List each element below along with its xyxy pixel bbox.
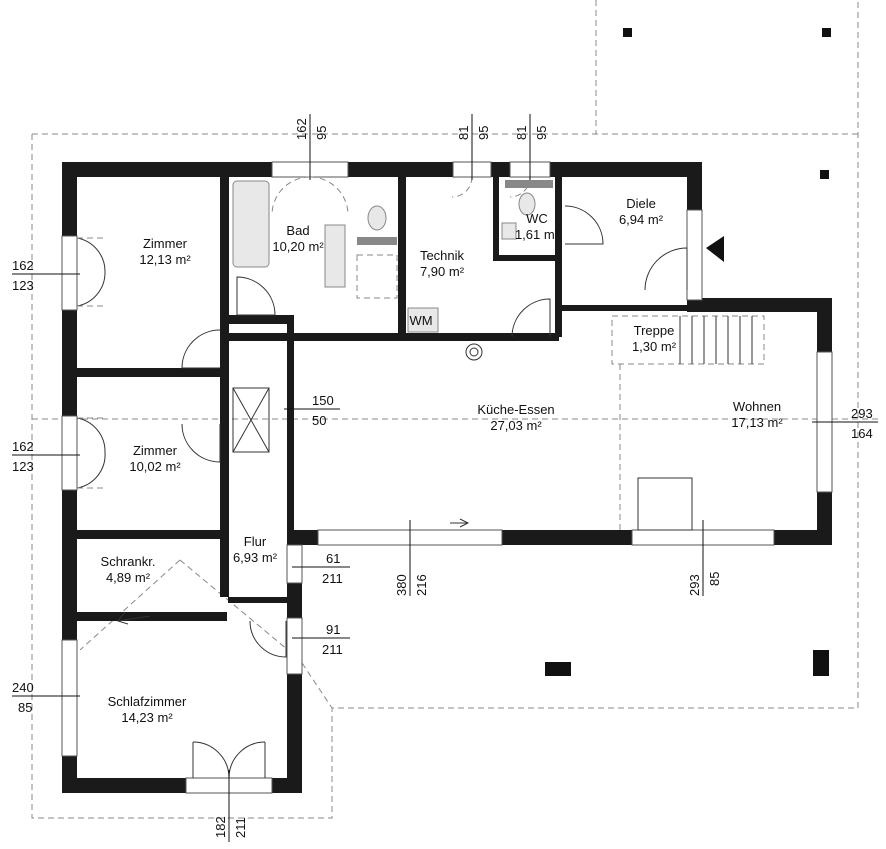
sink-wc-icon bbox=[501, 222, 517, 240]
dim-lower: 211 bbox=[322, 571, 343, 586]
room-area: 10,02 m² bbox=[129, 459, 181, 474]
dim-left: 182 bbox=[213, 816, 228, 838]
dim-upper: 162 bbox=[12, 258, 34, 273]
room-name: Diele bbox=[626, 196, 656, 211]
washing-machine-icon bbox=[407, 307, 439, 333]
dim-left: 293 bbox=[687, 574, 702, 596]
room-area: 4,89 m² bbox=[106, 570, 151, 585]
dim-upper: 150 bbox=[312, 393, 334, 408]
stairs bbox=[611, 315, 765, 530]
entrance-arrow-icon bbox=[706, 236, 724, 262]
room-area: 6,93 m² bbox=[233, 550, 278, 565]
dimension-labels: 162 123 162 123 240 85 150 50 293 164 61… bbox=[12, 258, 878, 715]
dim-lower: 123 bbox=[12, 278, 34, 293]
dim-right: 216 bbox=[414, 574, 429, 596]
dim-upper: 293 bbox=[851, 406, 873, 421]
fixtures bbox=[117, 180, 693, 625]
dim-lower: 50 bbox=[312, 413, 326, 428]
dim-lower: 211 bbox=[322, 642, 343, 657]
stove-icon bbox=[637, 477, 693, 531]
room-name: Bad bbox=[286, 223, 309, 238]
room-name: Treppe bbox=[634, 323, 675, 338]
toilet-wc-icon bbox=[518, 192, 536, 216]
dimension-labels-vertical: 162 95 81 95 81 95 380 216 293 85 182 21… bbox=[213, 114, 722, 842]
dim-right: 95 bbox=[314, 126, 329, 140]
skylight-icon bbox=[232, 387, 270, 453]
dim-right: 85 bbox=[707, 572, 722, 586]
dim-left: 81 bbox=[514, 126, 529, 140]
room-area: 14,23 m² bbox=[121, 710, 173, 725]
dim-left: 81 bbox=[456, 126, 471, 140]
dim-lower: 85 bbox=[18, 700, 32, 715]
dim-upper: 162 bbox=[12, 439, 34, 454]
dim-upper: 91 bbox=[326, 622, 340, 637]
bathtub-icon bbox=[232, 180, 270, 268]
room-area: 1,61 m² bbox=[515, 227, 560, 242]
dim-left: 380 bbox=[394, 574, 409, 596]
roof-outline bbox=[31, 0, 880, 819]
room-area: 1,30 m² bbox=[632, 339, 677, 354]
room-name: Zimmer bbox=[133, 443, 178, 458]
room-name: WC bbox=[526, 211, 548, 226]
room-name: Schlafzimmer bbox=[108, 694, 187, 709]
room-labels: Zimmer 12,13 m² Bad 10,20 m² Technik 7,9… bbox=[101, 196, 784, 725]
room-name: Schrankr. bbox=[101, 554, 156, 569]
dim-right: 95 bbox=[534, 126, 549, 140]
room-area: 7,90 m² bbox=[420, 264, 465, 279]
wm-label: WM bbox=[409, 313, 432, 328]
dim-lower: 164 bbox=[851, 426, 873, 441]
room-name: Flur bbox=[244, 534, 267, 549]
interior-walls bbox=[77, 177, 690, 621]
dim-upper: 61 bbox=[326, 551, 340, 566]
room-area: 12,13 m² bbox=[139, 252, 191, 267]
terrace-posts bbox=[545, 28, 831, 676]
dim-right: 211 bbox=[233, 817, 248, 838]
dim-left: 162 bbox=[294, 118, 309, 140]
room-area: 17,13 m² bbox=[731, 415, 783, 430]
room-name: Zimmer bbox=[143, 236, 188, 251]
room-name: Küche-Essen bbox=[477, 402, 554, 417]
dim-lower: 123 bbox=[12, 459, 34, 474]
room-area: 10,20 m² bbox=[272, 239, 324, 254]
dim-right: 95 bbox=[476, 126, 491, 140]
room-area: 27,03 m² bbox=[490, 418, 542, 433]
double-sink-icon bbox=[324, 224, 346, 288]
room-name: Wohnen bbox=[733, 399, 781, 414]
ventilation-icon bbox=[465, 343, 483, 361]
shelf-icon bbox=[357, 237, 397, 245]
doors bbox=[76, 176, 688, 779]
toilet-bad-icon bbox=[367, 205, 387, 231]
room-name: Technik bbox=[420, 248, 465, 263]
room-area: 6,94 m² bbox=[619, 212, 664, 227]
dim-upper: 240 bbox=[12, 680, 34, 695]
